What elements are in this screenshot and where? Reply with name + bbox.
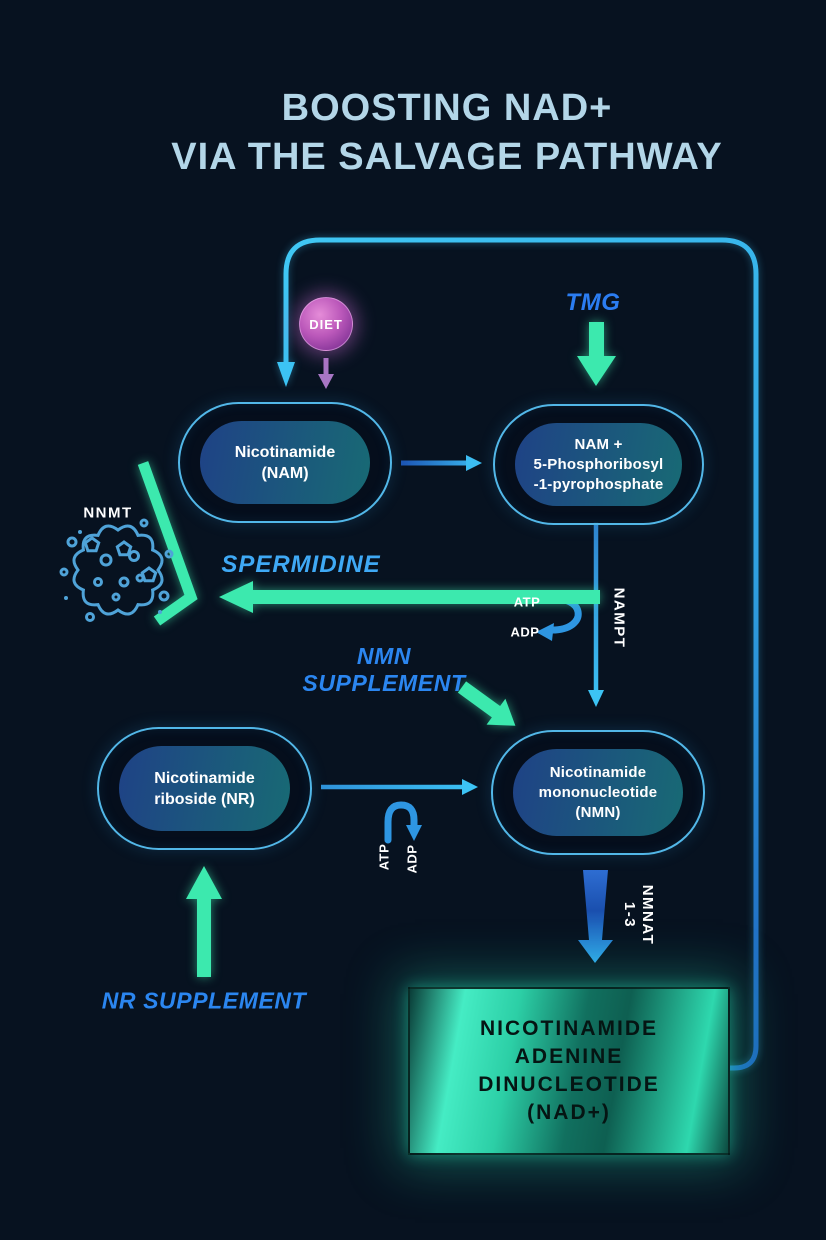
- node-prpp-inner: NAM + 5-Phosphoribosyl -1-pyrophosphate: [515, 423, 682, 506]
- tmg-label: TMG: [565, 289, 621, 316]
- atp-label-nr: ATP: [376, 843, 392, 871]
- atp-adp-cycle-arrow-nr: [384, 801, 422, 844]
- nnmt-enzyme-icon: [59, 518, 174, 622]
- adp-label-nr: ADP: [404, 844, 420, 874]
- salvage-loop-line: [277, 237, 759, 1071]
- node-prpp: NAM + 5-Phosphoribosyl -1-pyrophosphate: [493, 404, 704, 525]
- prpp-to-nmn-arrow: [588, 522, 604, 707]
- node-prpp-label: NAM +: [574, 435, 623, 453]
- node-nmn-label: Nicotinamide: [549, 763, 647, 781]
- diet-arrow: [318, 358, 334, 389]
- nr-supplement-label: NR SUPPLEMENT: [101, 987, 307, 1014]
- page-title-line2: VIA THE SALVAGE PATHWAY: [171, 136, 723, 178]
- node-nr: Nicotinamide riboside (NR): [97, 727, 312, 850]
- node-nam: Nicotinamide (NAM): [178, 402, 392, 523]
- diet-label: DIET: [309, 316, 343, 332]
- node-nmn: Nicotinamide mononucleotide (NMN): [491, 730, 705, 855]
- tmg-arrow: [577, 322, 616, 386]
- adp-label-nampt: ADP: [510, 624, 540, 640]
- spermidine-arrow: [219, 581, 600, 613]
- loop-arrowhead: [277, 362, 295, 387]
- nmn-supplement-label: NMN SUPPLEMENT: [302, 643, 466, 696]
- nmnat-label: NMNAT 1-3: [621, 884, 656, 946]
- nnmt-label: NNMT: [83, 504, 133, 522]
- node-nmn-inner: Nicotinamide mononucleotide (NMN): [513, 749, 683, 836]
- nad-label-line1: NICOTINAMIDE: [480, 1017, 658, 1040]
- nmnat-arrow: [578, 870, 613, 963]
- nmn-supplement-arrow: [457, 681, 516, 726]
- node-nr-inner: Nicotinamide riboside (NR): [119, 746, 290, 831]
- spermidine-label: SPERMIDINE: [221, 551, 381, 578]
- supplement-arrows: [137, 322, 616, 977]
- node-nr-label: Nicotinamide: [154, 769, 255, 787]
- nnmt-inhibition-bar: [137, 461, 198, 626]
- atp-adp-cycle-arrow-nampt: [536, 595, 582, 641]
- nr-to-nmn-arrow: [321, 779, 478, 795]
- nam-to-prpp-arrow: [401, 455, 482, 471]
- atp-label-nampt: ATP: [513, 594, 541, 610]
- page-title-line1: BOOSTING NAD+: [281, 87, 613, 129]
- node-nam-inner: Nicotinamide (NAM): [200, 421, 370, 504]
- nr-supplement-arrow: [186, 866, 222, 977]
- nad-result-box: NICOTINAMIDE ADENINE DINUCLEOTIDE (NAD+): [408, 987, 730, 1155]
- nampt-label: NAMPT: [610, 587, 628, 649]
- page-title: BOOSTING NAD+ VIA THE SALVAGE PATHWAY: [171, 84, 723, 182]
- node-nam-label: Nicotinamide: [234, 443, 336, 461]
- diet-badge: DIET: [299, 297, 353, 351]
